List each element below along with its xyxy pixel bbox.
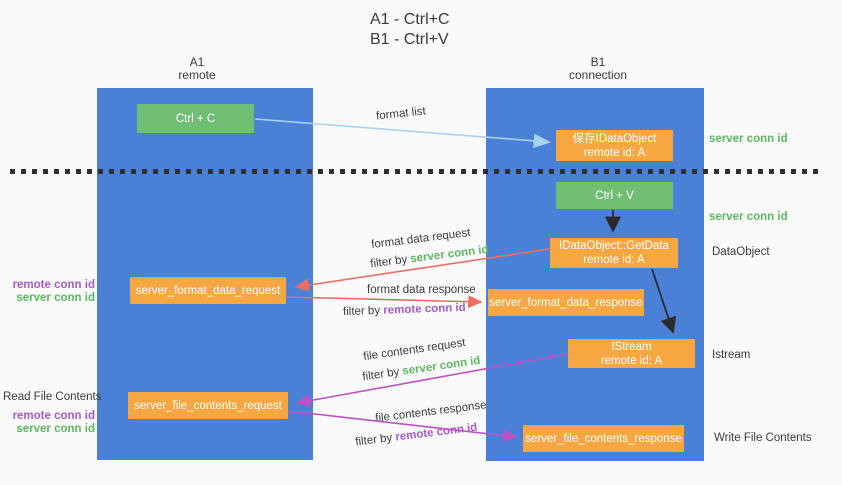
- label-write-file-contents: Write File Contents: [714, 432, 812, 444]
- node-server-file-contents-response: server_file_contents_response: [523, 425, 684, 452]
- label-format-data-response: format data response: [367, 284, 476, 296]
- column-a1-name: A1: [189, 55, 205, 69]
- label-filter-by-remote-1: filter by remote conn id: [343, 302, 466, 318]
- label-server-conn-id-left-1: server conn id: [16, 292, 95, 304]
- node-save-idataobject: 保存IDataObject remote id: A: [556, 130, 673, 161]
- arrow-format-data-response: [286, 295, 483, 309]
- remote-conn-id-text: remote conn id: [394, 421, 478, 444]
- node-istream-line2: remote id: A: [600, 354, 663, 367]
- label-server-conn-id-left-2: server conn id: [16, 423, 95, 435]
- node-ctrl-c-label: Ctrl + C: [175, 112, 216, 125]
- node-server-format-data-response: server_format_data_response: [488, 289, 644, 316]
- node-idataobject-getdata-line1: IDataObject::GetData: [559, 240, 669, 252]
- label-server-conn-id-right-1: server conn id: [709, 133, 788, 145]
- node-save-idataobject-line2: remote id: A: [583, 146, 646, 159]
- node-ctrl-v: Ctrl + V: [556, 182, 673, 209]
- node-istream-line1: IStream: [611, 340, 652, 353]
- label-conn-ids-left-1: remote conn id server conn id: [0, 279, 95, 305]
- label-format-list: format list: [375, 105, 427, 123]
- node-server-file-contents-request: server_file_contents_request: [128, 392, 288, 419]
- page-title-line1: A1 - Ctrl+C: [370, 11, 450, 28]
- node-save-idataobject-line1: 保存IDataObject: [572, 132, 657, 145]
- label-istream: Istream: [712, 349, 751, 361]
- divider-dotted-line: [10, 169, 824, 174]
- label-filter-by-remote-2: filter by remote conn id: [355, 422, 478, 449]
- node-server-format-data-request: server_format_data_request: [130, 277, 286, 304]
- node-server-format-data-request-label: server_format_data_request: [135, 284, 281, 297]
- page-title: A1 - Ctrl+C B1 - Ctrl+V: [370, 10, 450, 50]
- filter-by-text: filter by: [342, 304, 381, 319]
- server-conn-id-text: server conn id: [409, 243, 490, 266]
- label-read-file-contents: Read File Contents: [3, 391, 102, 403]
- column-b1-name: B1: [590, 55, 606, 69]
- remote-conn-id-text: remote conn id: [383, 301, 466, 317]
- node-ctrl-v-label: Ctrl + V: [595, 189, 634, 202]
- label-file-contents-response: file contents response: [374, 399, 488, 425]
- server-conn-id-text: server conn id: [401, 354, 482, 378]
- column-b1-header: B1 connection: [558, 56, 638, 82]
- node-ctrl-c: Ctrl + C: [137, 104, 254, 133]
- filter-by-text: filter by: [361, 366, 401, 384]
- node-server-file-contents-response-label: server_file_contents_response: [525, 432, 682, 445]
- label-remote-conn-id-left-2: remote conn id: [12, 410, 95, 422]
- filter-by-text: filter by: [369, 253, 408, 271]
- label-conn-ids-left-2: remote conn id server conn id: [0, 410, 95, 436]
- column-a1-header: A1 remote: [157, 56, 237, 82]
- label-remote-conn-id-left-1: remote conn id: [12, 279, 95, 291]
- node-idataobject-getdata: IDataObject::GetData remote id: A: [550, 238, 678, 268]
- node-idataobject-getdata-line2: remote id: A: [583, 254, 645, 266]
- column-a1-role: remote: [178, 68, 216, 82]
- page-title-line2: B1 - Ctrl+V: [370, 31, 449, 48]
- column-b1-role: connection: [568, 68, 628, 82]
- node-server-format-data-response-label: server_format_data_response: [489, 296, 643, 309]
- node-istream: IStream remote id: A: [568, 339, 695, 368]
- filter-by-text: filter by: [354, 432, 393, 449]
- node-server-file-contents-request-label: server_file_contents_request: [134, 399, 282, 412]
- label-server-conn-id-right-2: server conn id: [709, 211, 788, 223]
- label-dataobject: DataObject: [712, 246, 770, 258]
